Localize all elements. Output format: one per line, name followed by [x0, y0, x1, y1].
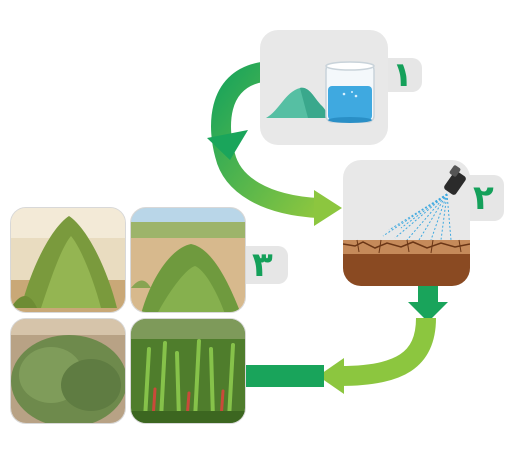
- sandy-field-plants-photo: [130, 207, 246, 313]
- step2-card: [343, 160, 470, 286]
- step2-number-tab: [464, 175, 504, 221]
- spray-nozzle-icon: [444, 165, 466, 195]
- step2-number: ٢: [473, 178, 494, 218]
- spray-mist: [382, 193, 452, 241]
- desert-shrub-photo: [10, 207, 126, 313]
- arrow-head-2b: [318, 358, 344, 394]
- arrow-head-1a: [207, 130, 248, 160]
- arrow-step2-curve: [339, 317, 436, 386]
- step1-card: [260, 30, 388, 145]
- cracked-soil-icon: [343, 239, 470, 286]
- arrow-bar-to-photos: [240, 365, 324, 387]
- powder-pile-icon: [266, 87, 330, 118]
- step1-number: ١: [392, 55, 413, 95]
- beaker-water-icon: [325, 61, 375, 123]
- succulent-plants-photo: [130, 318, 246, 424]
- step3-number: ٣: [252, 245, 273, 285]
- arrow-head-2a: [408, 302, 448, 322]
- arrow-head-1b: [314, 190, 342, 226]
- step3-number-tab: [246, 246, 288, 284]
- dense-shrub-photo: [10, 318, 126, 424]
